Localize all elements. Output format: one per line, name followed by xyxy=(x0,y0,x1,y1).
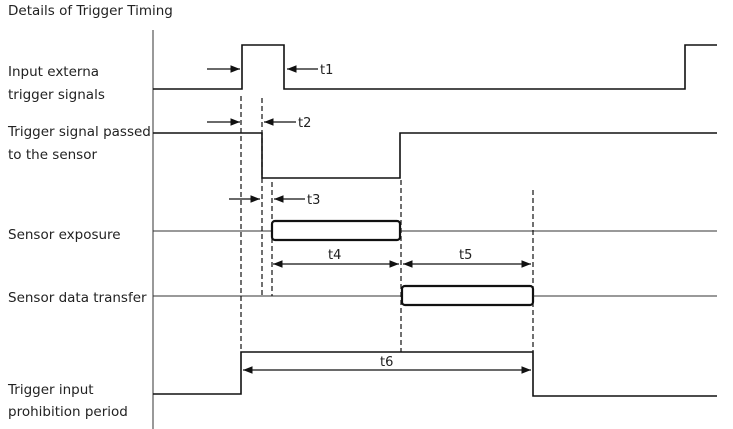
signal-label-passed: Trigger signal passed to the sensor xyxy=(7,124,151,163)
svg-text:trigger signals: trigger signals xyxy=(8,87,105,103)
svg-text:Trigger input: Trigger input xyxy=(7,382,94,398)
signal-label-prohibit: Trigger input prohibition period xyxy=(7,382,128,420)
svg-text:Sensor data transfer: Sensor data transfer xyxy=(8,290,147,306)
svg-text:Input externa: Input externa xyxy=(8,64,99,80)
signal-label-exposure: Sensor exposure xyxy=(8,227,121,243)
t5-label: t5 xyxy=(459,248,472,263)
svg-text:Sensor exposure: Sensor exposure xyxy=(8,227,121,243)
t3-label: t3 xyxy=(307,193,320,208)
t4-label: t4 xyxy=(328,248,341,263)
t1-label: t1 xyxy=(320,63,333,78)
waveform-prohibition xyxy=(153,351,717,397)
transfer-pulse xyxy=(400,284,535,307)
signal-label-transfer: Sensor data transfer xyxy=(8,290,147,306)
waveform-input-trigger xyxy=(153,44,717,90)
t2-label: t2 xyxy=(298,116,311,131)
t6-label: t6 xyxy=(380,355,393,370)
waveform-trigger-passed xyxy=(153,132,717,179)
signal-label-input: Input externa trigger signals xyxy=(8,64,105,103)
svg-text:Trigger signal passed: Trigger signal passed xyxy=(7,124,151,140)
exposure-pulse xyxy=(270,219,402,242)
svg-text:prohibition period: prohibition period xyxy=(8,404,128,420)
diagram-title: Details of Trigger Timing xyxy=(8,3,173,19)
svg-text:to the sensor: to the sensor xyxy=(8,147,97,163)
